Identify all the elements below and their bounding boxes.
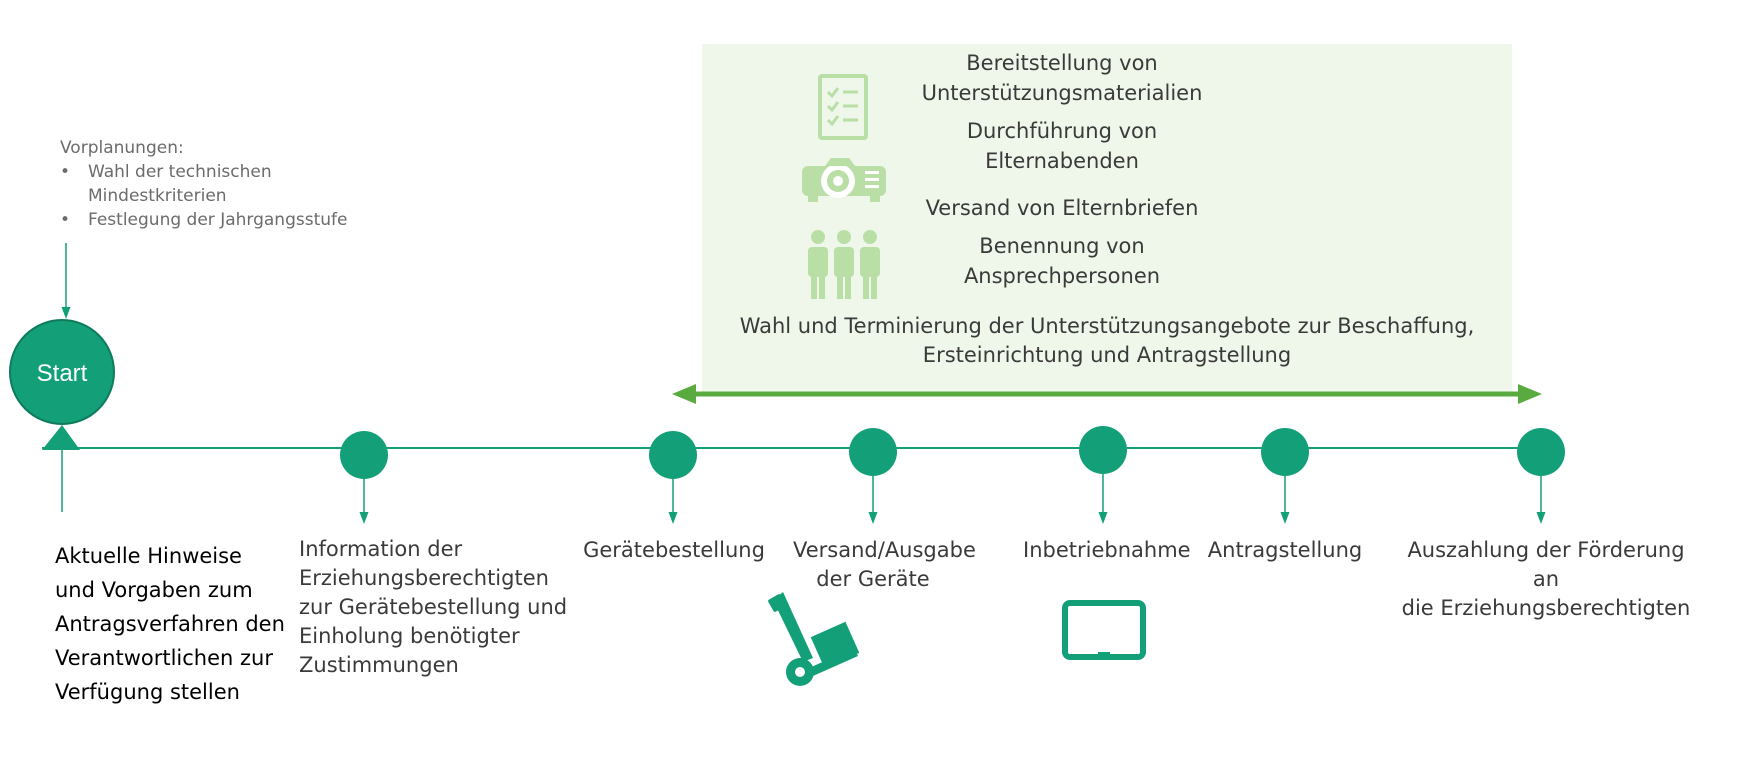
preplanning-list: Wahl der technischen Mindestkriterien Fe… bbox=[60, 160, 398, 232]
timeline-node-information bbox=[340, 431, 388, 524]
preplanning-heading: Vorplanungen: bbox=[60, 138, 184, 158]
hand-truck-icon bbox=[768, 592, 860, 686]
support-item-parent-evenings: Durchführung von Elternabenden bbox=[966, 119, 1158, 173]
support-item-contact-persons: Benennung von Ansprechpersonen bbox=[963, 234, 1161, 288]
preplanning-item: Festlegung der Jahrgangsstufe bbox=[60, 208, 398, 232]
step-label-payout: Auszahlung der Förderung an die Erziehun… bbox=[1401, 538, 1691, 620]
step-label-notices: Aktuelle Hinweise und Vorgaben zum Antra… bbox=[55, 544, 285, 704]
step-label-shipping: Versand/Ausgabe der Geräte bbox=[793, 538, 976, 591]
preplanning-notes: Vorplanungen: Wahl der technischen Minde… bbox=[60, 136, 398, 232]
preplanning-item: Wahl der technischen Mindestkriterien bbox=[60, 160, 398, 208]
step-label-application: Antragstellung bbox=[1207, 538, 1363, 562]
timeline-node-commissioning bbox=[1079, 426, 1127, 524]
support-period-arrow bbox=[672, 384, 1542, 404]
support-item-materials: Bereitstellung von Unterstützungsmateria… bbox=[921, 51, 1203, 105]
projector-icon bbox=[802, 158, 886, 202]
tablet-icon bbox=[1062, 600, 1146, 660]
timeline-node-shipping bbox=[849, 428, 897, 524]
step-label-information: Information der Erziehungsberechtigten z… bbox=[299, 537, 568, 677]
timeline-node-device-order bbox=[649, 431, 697, 524]
start-label: Start bbox=[36, 360, 88, 387]
checklist-icon bbox=[818, 74, 868, 140]
timeline-node-payout bbox=[1517, 428, 1565, 524]
support-panel-summary: Wahl und Terminierung der Unterstützungs… bbox=[739, 314, 1475, 367]
start-node bbox=[9, 319, 115, 425]
step-label-commissioning: Inbetriebnahme bbox=[1023, 538, 1191, 562]
step-label-device-order: Gerätebestellung bbox=[583, 538, 765, 562]
timeline-node-application bbox=[1261, 428, 1309, 524]
start-marker-triangle bbox=[42, 425, 80, 450]
support-item-parent-letters: Versand von Elternbriefen bbox=[925, 196, 1199, 220]
people-group-icon bbox=[808, 230, 880, 299]
